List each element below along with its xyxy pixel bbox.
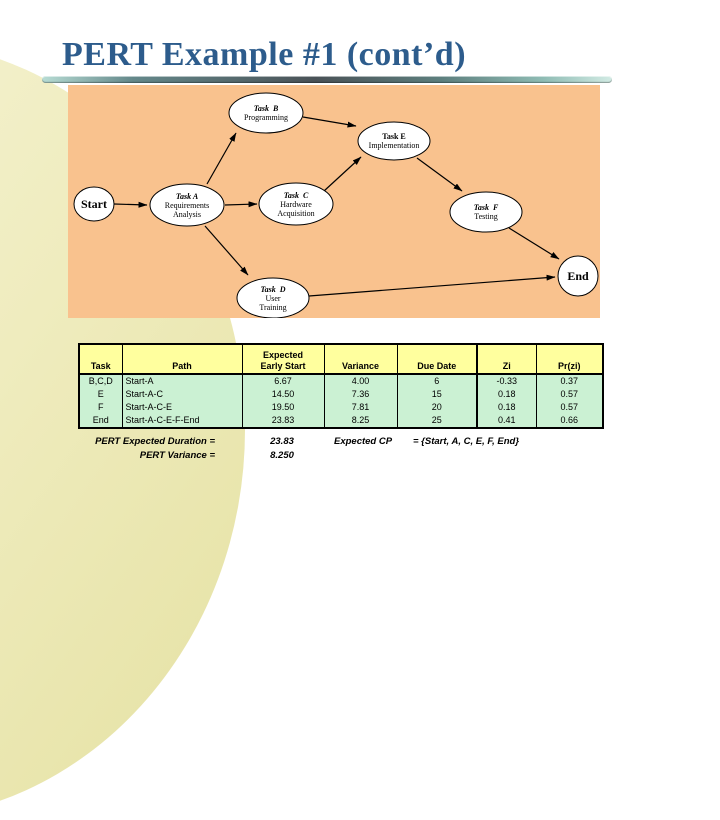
edge-e-to-f bbox=[416, 157, 463, 192]
node-task-a-label: Task A Requirements Analysis bbox=[164, 192, 210, 219]
edge-c-to-e bbox=[323, 156, 362, 192]
col-header-expected-early-start: Expected Early Start bbox=[241, 343, 325, 375]
cell-expected-early-start: 23.83 bbox=[241, 414, 325, 428]
col-header-path: Path bbox=[121, 343, 243, 375]
cell-path: Start-A-C-E-F-End bbox=[121, 414, 243, 428]
cell-zi: -0.33 bbox=[476, 374, 537, 388]
cell-due-date: 6 bbox=[396, 374, 478, 388]
node-task-f-shape bbox=[449, 191, 523, 233]
cell-variance: 8.25 bbox=[323, 414, 398, 428]
node-task-d-label: Task D User Training bbox=[259, 285, 287, 312]
node-task-e-shape bbox=[357, 121, 431, 161]
col-header-variance: Variance bbox=[323, 343, 398, 375]
table-row: B,C,D Start-A 6.67 4.00 6 -0.33 0.37 bbox=[78, 374, 604, 388]
col-header-due-date: Due Date bbox=[396, 343, 478, 375]
node-task-a-shape bbox=[149, 183, 225, 227]
cell-path: Start-A bbox=[121, 374, 243, 388]
cell-due-date: 25 bbox=[396, 414, 478, 428]
node-task-b-shape bbox=[228, 92, 304, 134]
pert-results-table: Task Path Expected Early Start Variance … bbox=[78, 343, 604, 429]
cell-expected-early-start: 14.50 bbox=[241, 388, 325, 401]
node-task-f-label: Task F Testing bbox=[473, 203, 499, 221]
slide-title: PERT Example #1 (cont’d) bbox=[62, 36, 467, 73]
cell-due-date: 15 bbox=[396, 388, 478, 401]
edge-start-to-a bbox=[113, 201, 148, 208]
cell-path: Start-A-C bbox=[121, 388, 243, 401]
edge-f-to-end bbox=[508, 227, 560, 260]
slide: { "slide": { "title": "PERT Example #1 (… bbox=[0, 36, 612, 820]
cell-pr-zi: 0.57 bbox=[535, 388, 604, 401]
expected-cp-label: Expected CP bbox=[334, 436, 393, 447]
cell-zi: 0.18 bbox=[476, 388, 537, 401]
node-shapes bbox=[73, 92, 599, 318]
pert-network-diagram: Start Task A Requirements Analysis Task … bbox=[68, 85, 600, 318]
cell-pr-zi: 0.57 bbox=[535, 401, 604, 414]
cell-pr-zi: 0.37 bbox=[535, 374, 604, 388]
cell-task: F bbox=[78, 401, 123, 414]
cell-pr-zi: 0.66 bbox=[535, 414, 604, 428]
col-header-task: Task bbox=[78, 343, 123, 375]
node-task-c-label: Task C Hardware Acquisition bbox=[277, 191, 315, 218]
table-header-row: Task Path Expected Early Start Variance … bbox=[78, 343, 604, 375]
edge-a-to-c bbox=[224, 201, 258, 208]
pert-network-canvas bbox=[73, 92, 599, 318]
expected-cp-value: = {Start, A, C, E, F, End} bbox=[413, 436, 520, 447]
cell-task: B,C,D bbox=[78, 374, 123, 388]
pert-variance-value: 8.250 bbox=[270, 450, 294, 461]
edge-a-to-d bbox=[204, 225, 249, 276]
col-header-zi: Zi bbox=[476, 343, 537, 375]
pert-expected-duration-label: PERT Expected Duration = bbox=[95, 436, 215, 447]
node-end-shape bbox=[557, 255, 599, 297]
cell-zi: 0.18 bbox=[476, 401, 537, 414]
cell-due-date: 20 bbox=[396, 401, 478, 414]
col-header-pr-zi: Pr(zi) bbox=[535, 343, 604, 375]
cell-task: End bbox=[78, 414, 123, 428]
edge-lines bbox=[113, 116, 560, 297]
cell-variance: 4.00 bbox=[323, 374, 398, 388]
pert-variance-label: PERT Variance = bbox=[139, 450, 215, 461]
edge-b-to-e bbox=[302, 116, 357, 128]
node-task-e-label: Task E Implementation bbox=[368, 132, 420, 150]
edge-d-to-end bbox=[308, 274, 556, 297]
pert-expected-duration-value: 23.83 bbox=[270, 436, 294, 447]
cell-variance: 7.81 bbox=[323, 401, 398, 414]
cell-path: Start-A-C-E bbox=[121, 401, 243, 414]
node-start-label: Start bbox=[81, 197, 107, 211]
cell-expected-early-start: 19.50 bbox=[241, 401, 325, 414]
node-task-b-label: Task B Programming bbox=[244, 104, 288, 122]
table-row: F Start-A-C-E 19.50 7.81 20 0.18 0.57 bbox=[78, 401, 604, 414]
node-end-label: End bbox=[567, 269, 589, 283]
cell-variance: 7.36 bbox=[323, 388, 398, 401]
title-underline-bar bbox=[42, 76, 612, 83]
node-task-d-shape bbox=[236, 277, 310, 318]
edge-a-to-b bbox=[206, 132, 237, 185]
cell-zi: 0.41 bbox=[476, 414, 537, 428]
cell-expected-early-start: 6.67 bbox=[241, 374, 325, 388]
node-start-shape bbox=[73, 186, 115, 222]
node-task-c-shape bbox=[258, 182, 334, 226]
cell-task: E bbox=[78, 388, 123, 401]
table-row: End Start-A-C-E-F-End 23.83 8.25 25 0.41… bbox=[78, 414, 604, 428]
table-row: E Start-A-C 14.50 7.36 15 0.18 0.57 bbox=[78, 388, 604, 401]
